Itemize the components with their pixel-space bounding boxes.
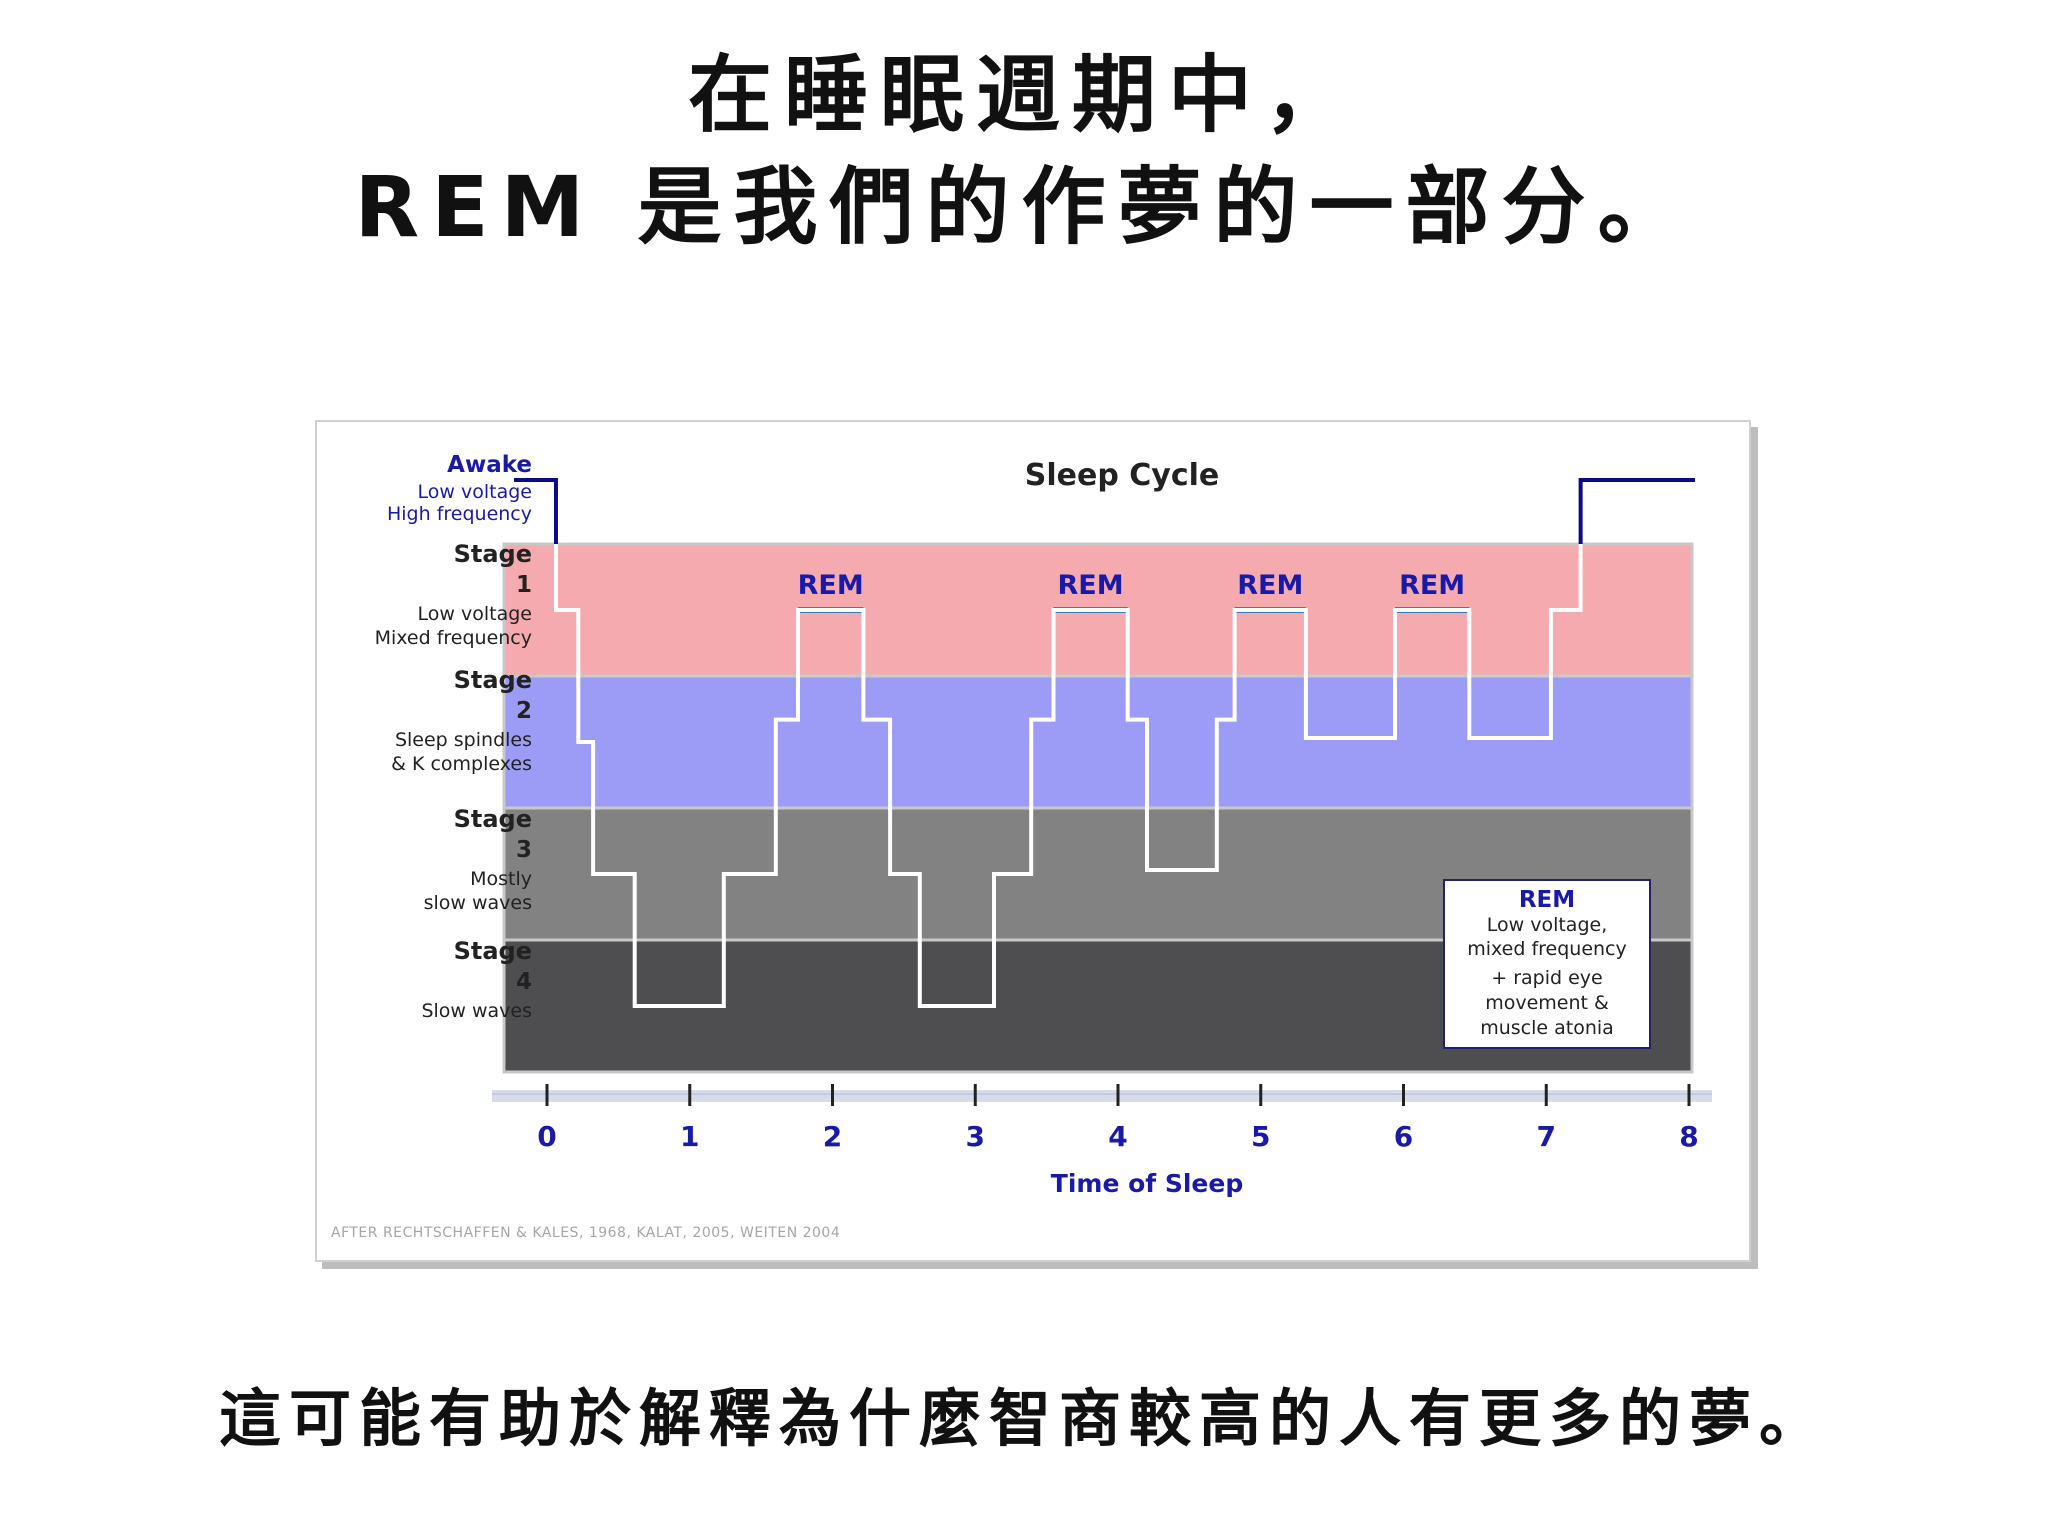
- stage-title: Stage: [454, 805, 532, 833]
- plot-border: [502, 542, 1694, 1074]
- x-tick-label: 7: [1537, 1120, 1556, 1153]
- stage-description: slow waves: [424, 892, 532, 914]
- chart-title: Sleep Cycle: [1025, 458, 1220, 493]
- source-note: AFTER RECHTSCHAFFEN & KALES, 1968, KALAT…: [331, 1225, 840, 1241]
- legend-line: + rapid eye: [1491, 967, 1602, 989]
- stage-number: 3: [516, 837, 532, 863]
- x-axis-label: Time of Sleep: [1051, 1169, 1243, 1198]
- slide-caption: 這可能有助於解釋為什麼智商較高的人有更多的夢。: [218, 1382, 1829, 1455]
- stage-title: Stage: [454, 540, 532, 568]
- x-tick-label: 4: [1108, 1120, 1127, 1153]
- slide-title-line-1: 在睡眠週期中，: [687, 46, 1360, 144]
- legend-line: mixed frequency: [1467, 938, 1627, 960]
- rem-label: REM: [1399, 570, 1465, 601]
- stage-description: High frequency: [387, 503, 532, 525]
- legend-frame: [1443, 879, 1651, 1049]
- stage-description: Low voltage: [418, 481, 532, 503]
- legend-line: Low voltage,: [1487, 914, 1608, 936]
- stage-description: Sleep spindles: [395, 729, 532, 751]
- hypnogram-awake-end: [1578, 478, 1695, 544]
- stage-title: Awake: [447, 452, 532, 478]
- x-tick-label: 8: [1679, 1120, 1698, 1153]
- slide-title-line-2: REM 是我們的作夢的一部分。: [354, 158, 1694, 256]
- hypnogram: [514, 478, 1695, 1008]
- hypnogram-sleep-line: [553, 543, 1583, 1008]
- rem-label: REM: [1058, 570, 1124, 601]
- stage-description: Low voltage: [418, 603, 532, 625]
- x-tick-label: 3: [966, 1120, 985, 1153]
- stage-description: Slow waves: [421, 1000, 532, 1022]
- stage-title: Stage: [454, 666, 532, 694]
- x-tick-label: 1: [680, 1120, 699, 1153]
- x-tick-label: 0: [537, 1120, 556, 1153]
- x-tick-label: 5: [1251, 1120, 1270, 1153]
- axis-strip: [492, 1090, 1712, 1102]
- stage-description: Mostly: [470, 868, 532, 890]
- stage-number: 1: [516, 572, 532, 598]
- stage-title: Stage: [454, 937, 532, 965]
- legend-title: REM: [1519, 887, 1575, 913]
- x-tick-label: 2: [823, 1120, 842, 1153]
- x-axis: 0 1 2 3 4 5 6 7 8: [492, 1084, 1712, 1153]
- hypnogram-awake-start: [514, 478, 558, 544]
- x-tick-label: 6: [1394, 1120, 1413, 1153]
- rem-label: REM: [1237, 570, 1303, 601]
- legend-line: muscle atonia: [1480, 1017, 1614, 1039]
- legend-line: movement &: [1485, 992, 1609, 1014]
- stage-number: 2: [516, 698, 532, 724]
- rem-label: REM: [798, 570, 864, 601]
- stage-band-stage2: [504, 676, 1692, 808]
- stage-description: Mixed frequency: [375, 627, 532, 649]
- stage-number: 4: [516, 969, 532, 995]
- stage-description: & K complexes: [391, 753, 532, 775]
